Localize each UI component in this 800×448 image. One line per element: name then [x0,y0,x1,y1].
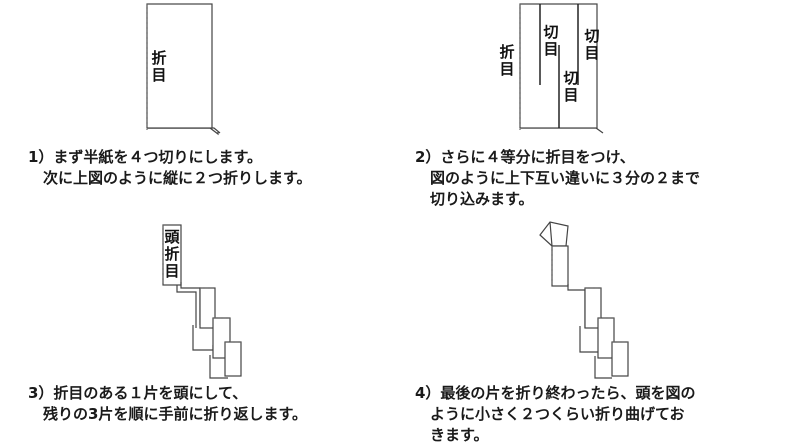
cut-label-1: 切目 [543,23,559,58]
fold-label-fig2: 折目 [499,43,515,78]
step-2-caption: 2）さらに４等分に折目をつけ、 図のように上下互い違いに３分の２まで 切り込みま… [415,148,701,208]
step-3-caption: 3）折目のある１片を頭にして、 残りの3片を順に手前に折り返します。 [28,384,307,423]
cut-label-2: 切目 [563,69,579,104]
step-4-caption: 4）最後の片を折り終わったら、頭を図の ように小さく２つくらい折り曲げてお きま… [415,384,696,444]
head-fold-label: 頭折目 [164,228,180,280]
step-1-caption: 1）まず半紙を４つ切りにします。 次に上図のように縦に２つ折りします。 [28,148,312,187]
fold-label-fig1: 折目 [151,49,167,84]
cut-label-3: 切目 [584,27,600,62]
